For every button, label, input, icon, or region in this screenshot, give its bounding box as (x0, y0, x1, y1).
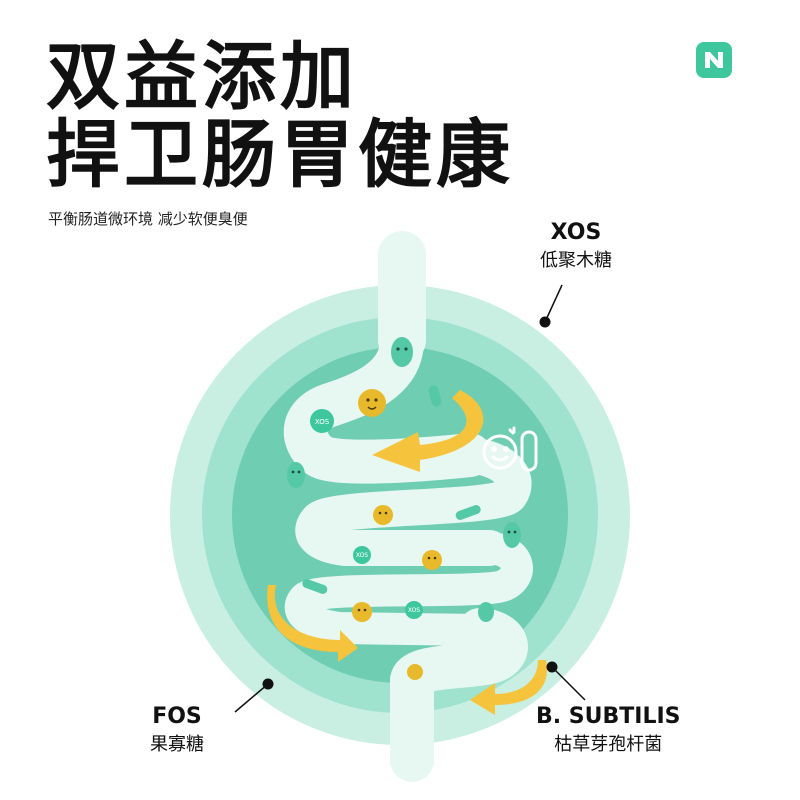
xos-capsule-3: XOS (405, 601, 423, 619)
bacteria-teal-2 (287, 462, 305, 488)
happy-face-icon (482, 426, 538, 472)
xos-capsule-2: XOS (353, 546, 371, 564)
subtitle: 平衡肠道微环境 减少软便臭便 (48, 210, 248, 228)
callout-markers (234, 284, 586, 713)
bsubtilis-label-cn: 枯草芽孢杆菌 (554, 734, 663, 755)
yellow-arrows (267, 390, 547, 715)
bacteria-yellow-4 (352, 602, 372, 622)
bacteria-yellow-5 (407, 664, 423, 680)
bacteria-yellow-3 (422, 550, 442, 570)
xos-capsule-2-label: XOS (356, 552, 368, 559)
fos-label-cn: 果寡糖 (150, 734, 204, 755)
xos-dot (539, 316, 551, 328)
headline-line-1: 双益添加 (46, 34, 358, 120)
xos-label-cn: 低聚木糖 (540, 250, 612, 271)
bacteria-teal-4 (478, 602, 494, 622)
bacteria-teal-3 (503, 522, 521, 548)
arrow-right-bend (372, 390, 484, 472)
fos-dot (262, 678, 274, 690)
bsubtilis-dot (546, 661, 558, 673)
callout-xos: XOS 低聚木糖 (540, 222, 612, 270)
callout-fos: FOS 果寡糖 (150, 706, 204, 754)
probiotic-pill-2 (455, 505, 481, 520)
headline-line-2: 捍卫肠胃健康 (46, 112, 514, 198)
xos-label-en: XOS (550, 220, 602, 245)
xos-capsule-1: XOS (310, 409, 334, 433)
fos-label-en: FOS (152, 704, 202, 729)
bacteria-teal-1 (391, 337, 413, 367)
bacteria-yellow-1 (358, 389, 386, 417)
bacteria-yellow-2 (373, 505, 393, 525)
probiotic-pill-3 (302, 579, 328, 594)
xos-capsule-1-label: XOS (315, 418, 330, 426)
callout-bsubtilis: B. SUBTILIS 枯草芽孢杆菌 (536, 706, 681, 754)
arrow-right-bottom (470, 660, 547, 715)
probiotic-pill-1 (428, 385, 442, 407)
brand-logo-icon (696, 42, 732, 78)
xos-capsule-3-label: XOS (408, 607, 420, 614)
bsubtilis-label-en: B. SUBTILIS (536, 704, 681, 729)
arrow-left-bottom (267, 585, 358, 662)
